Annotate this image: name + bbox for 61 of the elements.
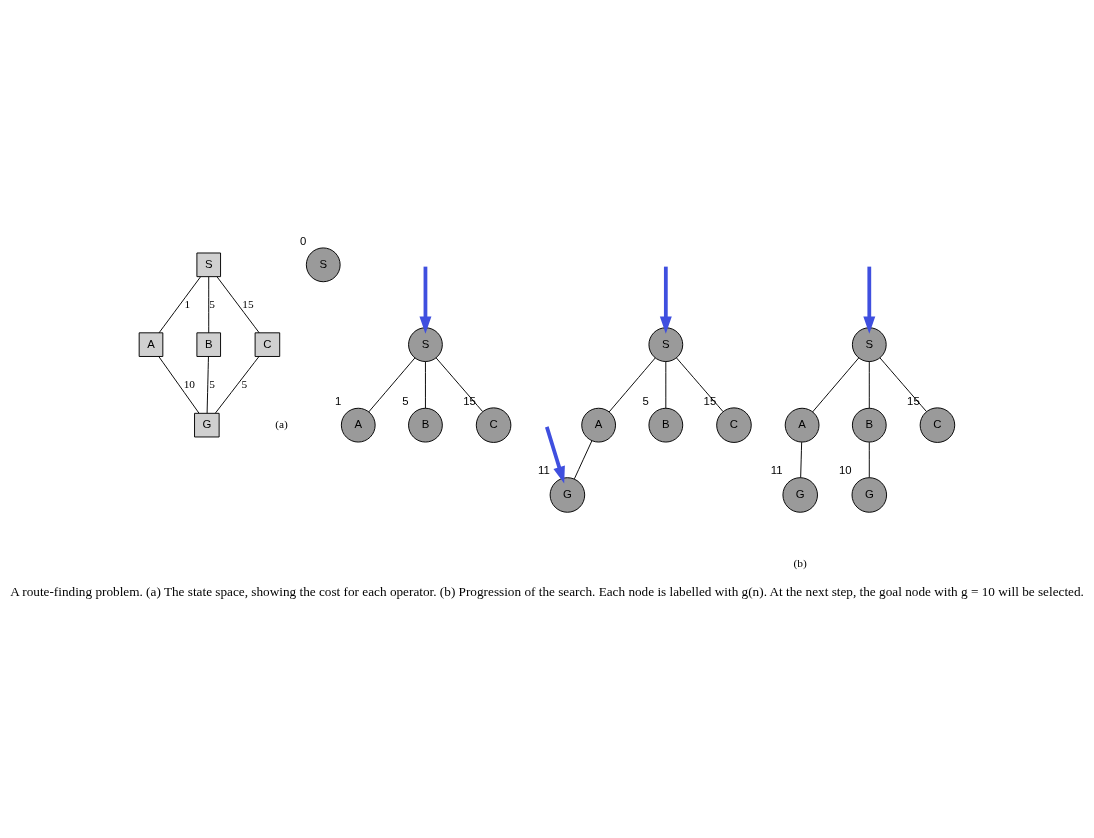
node-label: 10 bbox=[838, 463, 852, 476]
label: (b) bbox=[793, 556, 807, 569]
connector bbox=[216, 275, 260, 333]
node-label: 0 bbox=[300, 234, 307, 247]
caption: A route-finding problem. (a) The state space, showing the cost for each operator. (b) Progression of the search. Each node is labelled with g(n). At the next step, the goal node with g = 10 will be selected. bbox=[10, 583, 1084, 599]
node-label: 15 bbox=[907, 394, 920, 407]
arrow bbox=[659, 266, 672, 334]
connector bbox=[608, 356, 656, 412]
node-box: C bbox=[254, 331, 281, 357]
node-box: S bbox=[196, 252, 222, 277]
node-circle: S bbox=[305, 246, 341, 282]
node-label: 11 bbox=[770, 463, 783, 476]
node-circle: C bbox=[716, 406, 752, 443]
arrow bbox=[545, 425, 565, 484]
node-box: B bbox=[196, 331, 222, 357]
connector bbox=[208, 275, 210, 333]
node-circle: C bbox=[475, 406, 512, 443]
edge-label: 5 bbox=[209, 297, 215, 310]
node-circle: A bbox=[340, 407, 376, 443]
node-label: 5 bbox=[642, 394, 649, 407]
node-circle: S bbox=[851, 326, 887, 362]
node-circle: C bbox=[919, 406, 956, 443]
connector bbox=[573, 439, 593, 479]
connector bbox=[206, 355, 209, 414]
node-box: G bbox=[194, 412, 220, 437]
node-circle: G bbox=[782, 476, 818, 513]
connector bbox=[868, 441, 870, 478]
connector bbox=[214, 355, 260, 414]
connector bbox=[435, 356, 484, 412]
node-circle: B bbox=[408, 407, 443, 443]
arrow bbox=[419, 266, 432, 334]
connector bbox=[665, 360, 667, 409]
node-circle: S bbox=[648, 326, 684, 362]
node-circle: G bbox=[549, 476, 586, 513]
node-circle: G bbox=[851, 476, 888, 513]
edge-label: 5 bbox=[209, 377, 215, 389]
node-label: 11 bbox=[537, 463, 550, 476]
connector bbox=[158, 275, 201, 333]
connector bbox=[424, 360, 426, 409]
connector bbox=[800, 441, 803, 478]
node-label: 5 bbox=[402, 394, 409, 407]
node-label: 15 bbox=[463, 394, 476, 407]
arrow bbox=[863, 266, 876, 334]
node-label: 1 bbox=[335, 394, 342, 407]
connector bbox=[158, 355, 200, 414]
connector bbox=[676, 356, 724, 412]
connector bbox=[812, 356, 860, 412]
node-circle: B bbox=[648, 407, 684, 443]
label: (a) bbox=[275, 417, 288, 430]
connector bbox=[368, 356, 416, 412]
edge-label: 10 bbox=[183, 377, 195, 389]
node-circle: S bbox=[408, 326, 443, 362]
node-circle: A bbox=[784, 407, 820, 443]
edge-label: 1 bbox=[184, 297, 191, 310]
edge-label: 5 bbox=[241, 377, 248, 389]
connector bbox=[868, 360, 870, 409]
node-box: A bbox=[138, 331, 164, 357]
node-circle: A bbox=[581, 407, 616, 443]
node-circle: B bbox=[851, 407, 887, 443]
edge-label: 15 bbox=[242, 297, 254, 310]
connector bbox=[879, 356, 927, 412]
